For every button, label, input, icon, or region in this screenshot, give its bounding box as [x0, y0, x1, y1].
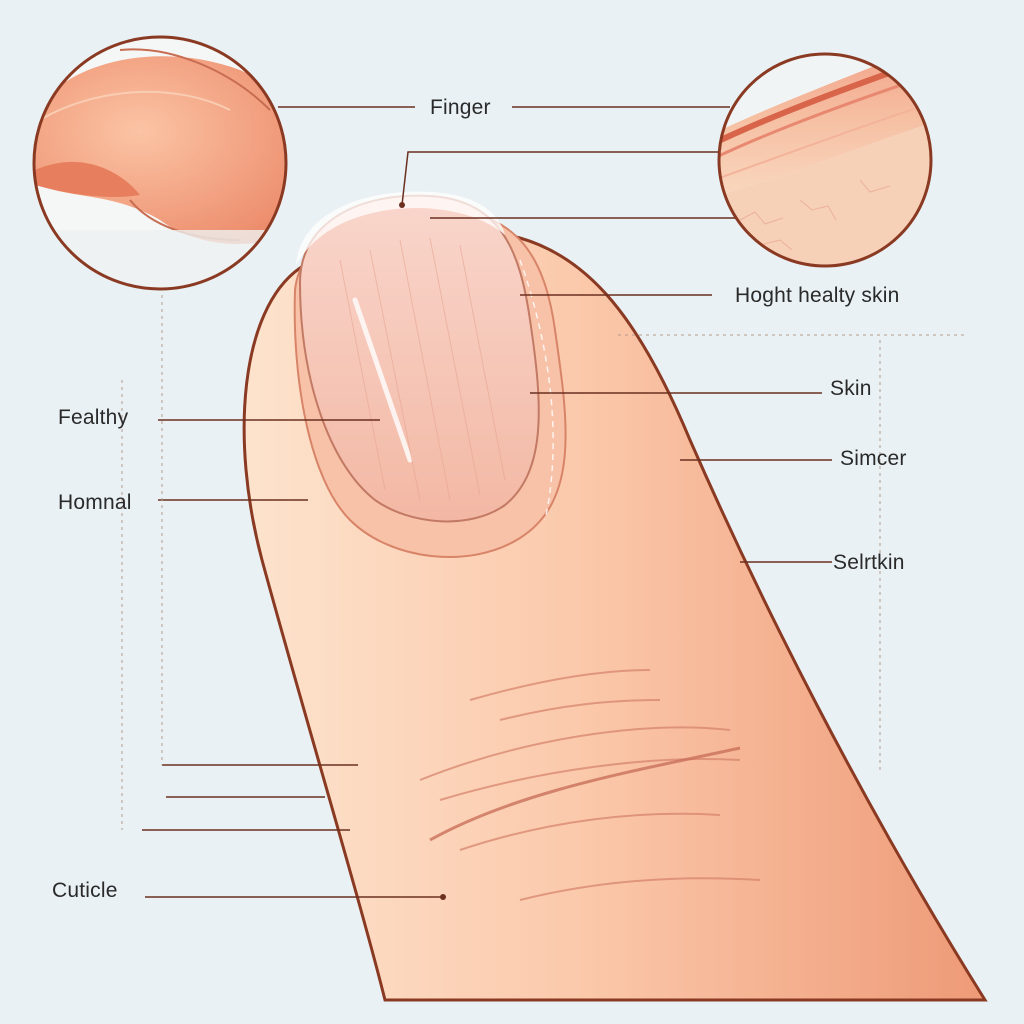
label-homnal: Homnal	[58, 491, 132, 514]
finger-illustration	[242, 191, 988, 1002]
leader-lines	[142, 106, 832, 898]
label-fealthy: Fealthy	[58, 406, 129, 429]
dotted-guides	[121, 295, 965, 830]
label-skin: Skin	[830, 377, 872, 400]
label-simcer: Simcer	[840, 447, 907, 470]
label-selrtkin: Selrtkin	[833, 551, 905, 574]
finger-closeup-inset	[32, 35, 288, 291]
skin-layers-inset	[717, 52, 933, 268]
label-finger: Finger	[430, 96, 491, 119]
label-hoght-healty-skin: Hoght healty skin	[735, 284, 900, 307]
label-cuticle: Cuticle	[52, 879, 118, 902]
